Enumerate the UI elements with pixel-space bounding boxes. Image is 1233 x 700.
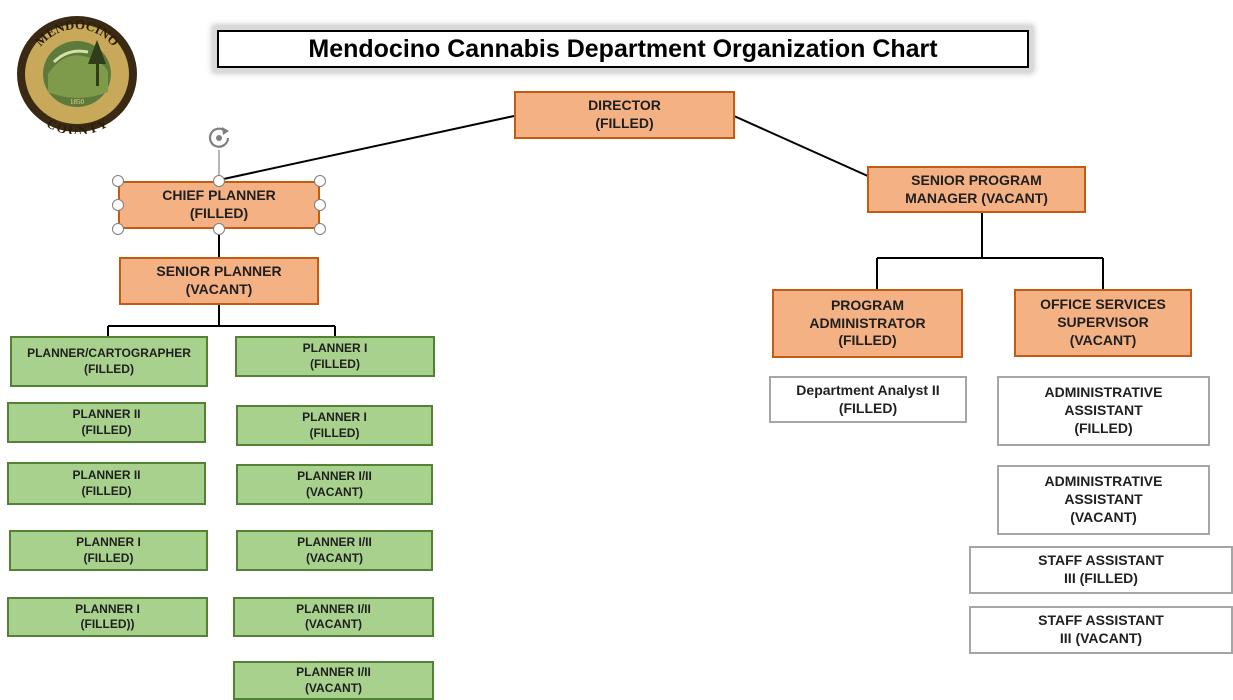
chart-title: Mendocino Cannabis Department Organizati… <box>217 30 1029 68</box>
node-chief-planner-label: CHIEF PLANNER (FILLED) <box>162 187 276 221</box>
node-staff-assistant-2[interactable]: STAFF ASSISTANT III (VACANT) <box>969 606 1233 654</box>
node-label: PLANNER I (FILLED) <box>76 535 141 565</box>
resize-handle-bottom-right[interactable] <box>314 223 326 235</box>
resize-handle-bottom-left[interactable] <box>112 223 124 235</box>
resize-handle-left[interactable] <box>112 199 124 211</box>
resize-handle-top-right[interactable] <box>314 175 326 187</box>
node-planner-left-4[interactable]: PLANNER I (FILLED) <box>9 530 208 571</box>
node-label: PLANNER I/II (VACANT) <box>297 469 372 499</box>
node-senior-program-manager[interactable]: SENIOR PROGRAM MANAGER (VACANT) <box>867 166 1086 213</box>
node-planner-left-3[interactable]: PLANNER II (FILLED) <box>7 462 206 505</box>
rotate-handle-icon[interactable] <box>204 123 234 153</box>
node-label: PLANNER II (FILLED) <box>72 407 141 437</box>
resize-handle-top-left[interactable] <box>112 175 124 187</box>
node-label: Department Analyst II (FILLED) <box>796 382 940 416</box>
node-program-administrator[interactable]: PROGRAM ADMINISTRATOR (FILLED) <box>772 289 963 358</box>
node-planner-left-1[interactable]: PLANNER/CARTOGRAPHER (FILLED) <box>10 336 208 387</box>
node-label: PLANNER I/II (VACANT) <box>297 535 372 565</box>
node-planner-right-6[interactable]: PLANNER I/II (VACANT) <box>233 661 434 700</box>
connector-director-spm <box>733 115 871 178</box>
node-label: PLANNER II (FILLED) <box>72 468 141 498</box>
node-admin-assistant-2[interactable]: ADMINISTRATIVE ASSISTANT (VACANT) <box>997 465 1210 535</box>
node-planner-right-1[interactable]: PLANNER I (FILLED) <box>235 336 435 377</box>
node-director[interactable]: DIRECTOR (FILLED) <box>514 91 735 139</box>
node-label: ADMINISTRATIVE ASSISTANT (FILLED) <box>1044 384 1163 436</box>
node-planner-right-4[interactable]: PLANNER I/II (VACANT) <box>236 530 433 571</box>
node-oss-label: OFFICE SERVICES SUPERVISOR (VACANT) <box>1040 296 1166 348</box>
node-label: PLANNER I/II (VACANT) <box>296 665 371 695</box>
node-department-analyst[interactable]: Department Analyst II (FILLED) <box>769 376 967 423</box>
node-label: PLANNER I (FILLED) <box>302 341 368 371</box>
connector-director-chief <box>218 115 515 181</box>
node-label: PLANNER I/II (VACANT) <box>296 601 371 631</box>
node-chief-planner[interactable]: CHIEF PLANNER (FILLED) <box>118 181 320 229</box>
node-label: STAFF ASSISTANT III (FILLED) <box>1038 552 1164 586</box>
node-label: PLANNER I (FILLED)) <box>75 601 140 631</box>
node-senior-planner[interactable]: SENIOR PLANNER (VACANT) <box>119 257 319 305</box>
node-pa-label: PROGRAM ADMINISTRATOR (FILLED) <box>809 296 926 349</box>
node-planner-left-5[interactable]: PLANNER I (FILLED)) <box>7 597 208 637</box>
county-seal-logo: MENDOCINO COUNTY 1850 <box>17 16 137 134</box>
node-spm-label: SENIOR PROGRAM MANAGER (VACANT) <box>905 171 1048 206</box>
node-admin-assistant-1[interactable]: ADMINISTRATIVE ASSISTANT (FILLED) <box>997 376 1210 446</box>
node-label: ADMINISTRATIVE ASSISTANT (VACANT) <box>1044 473 1163 525</box>
node-label: STAFF ASSISTANT III (VACANT) <box>1038 612 1164 646</box>
node-staff-assistant-1[interactable]: STAFF ASSISTANT III (FILLED) <box>969 546 1233 594</box>
node-label: PLANNER/CARTOGRAPHER (FILLED) <box>27 346 191 376</box>
resize-handle-bottom[interactable] <box>213 223 225 235</box>
node-planner-left-2[interactable]: PLANNER II (FILLED) <box>7 402 206 443</box>
node-planner-right-2[interactable]: PLANNER I (FILLED) <box>236 405 433 446</box>
resize-handle-top[interactable] <box>213 175 225 187</box>
resize-handle-right[interactable] <box>314 199 326 211</box>
node-planner-right-3[interactable]: PLANNER I/II (VACANT) <box>236 464 433 505</box>
node-director-label: DIRECTOR (FILLED) <box>588 97 661 131</box>
seal-year: 1850 <box>70 98 85 106</box>
node-office-services-supervisor[interactable]: OFFICE SERVICES SUPERVISOR (VACANT) <box>1014 289 1192 357</box>
node-label: PLANNER I (FILLED) <box>302 410 367 440</box>
node-planner-right-5[interactable]: PLANNER I/II (VACANT) <box>233 597 434 637</box>
node-senior-planner-label: SENIOR PLANNER (VACANT) <box>156 263 282 297</box>
